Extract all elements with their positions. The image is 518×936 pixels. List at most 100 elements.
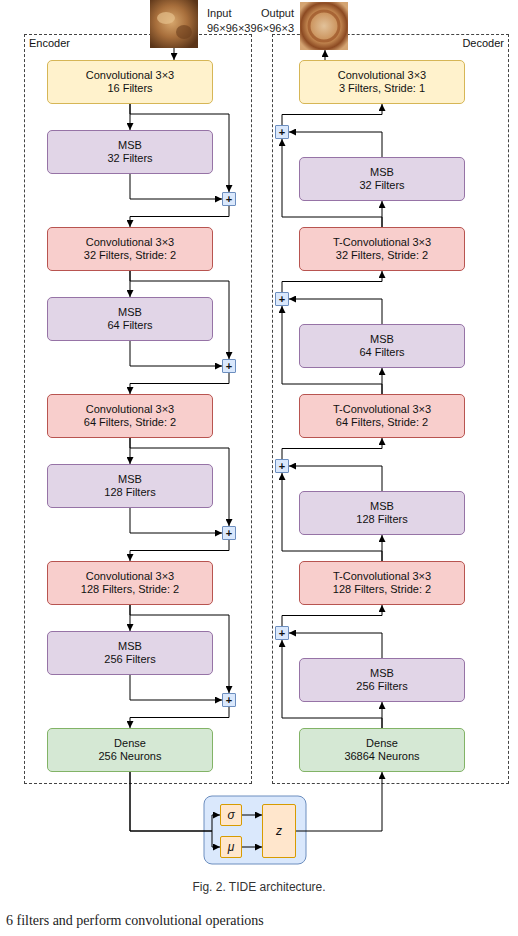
- flow-arrow: [130, 605, 131, 631]
- block-label: 64 Filters, Stride: 2: [336, 416, 428, 429]
- conv-block: Convolutional 3×33 Filters, Stride: 1: [299, 60, 465, 104]
- flow-arrow: [130, 605, 229, 693]
- flow-arrow: [242, 847, 262, 848]
- flow-arrow: [130, 707, 229, 728]
- latent-symbol: z: [276, 824, 282, 838]
- block-label: MSB: [118, 139, 142, 152]
- flow-arrow: [130, 508, 222, 533]
- flow-arrow: [282, 104, 382, 125]
- block-label: 64 Filters: [359, 346, 404, 359]
- flow-arrow: [382, 702, 383, 728]
- flow-arrow: [289, 633, 382, 658]
- msb-block: MSB32 Filters: [299, 157, 465, 201]
- sum-symbol: +: [279, 461, 285, 472]
- msb-block: MSB128 Filters: [47, 464, 213, 508]
- block-label: MSB: [370, 333, 394, 346]
- block-label: MSB: [118, 306, 142, 319]
- msb-block: MSB256 Filters: [299, 658, 465, 702]
- sum-symbol: +: [226, 528, 232, 539]
- block-label: Convolutional 3×3: [338, 69, 426, 82]
- flow-arrow: [289, 299, 382, 324]
- latent-box: μ: [220, 836, 242, 858]
- block-label: 128 Filters, Stride: 2: [333, 583, 431, 596]
- latent-box: z: [262, 804, 296, 858]
- block-label: 256 Filters: [104, 653, 155, 666]
- msb-block: MSB256 Filters: [47, 631, 213, 675]
- block-label: MSB: [370, 667, 394, 680]
- flow-arrow: [282, 306, 382, 394]
- group-title: Decoder: [462, 37, 504, 50]
- sum-symbol: +: [226, 361, 232, 372]
- dense-block: Dense256 Neurons: [47, 728, 213, 772]
- flow-arrow: [130, 438, 229, 526]
- block-label: 256 Filters: [356, 680, 407, 693]
- block-label: Dense: [366, 737, 398, 750]
- flow-arrow: [282, 139, 382, 227]
- sum-symbol: +: [226, 194, 232, 205]
- latent-symbol: μ: [228, 840, 235, 854]
- flow-arrow: [130, 772, 220, 831]
- output-image: [300, 2, 348, 50]
- block-label: MSB: [118, 473, 142, 486]
- block-label: 32 Filters: [107, 152, 152, 165]
- conv-block: T-Convolutional 3×364 Filters, Stride: 2: [299, 394, 465, 438]
- conv-block: T-Convolutional 3×332 Filters, Stride: 2: [299, 227, 465, 271]
- sum-node: +: [222, 359, 236, 373]
- flow-arrow: [130, 104, 229, 192]
- flow-arrow: [130, 341, 222, 366]
- sum-node: +: [222, 526, 236, 540]
- image-texture: [176, 25, 192, 39]
- block-label: 128 Filters, Stride: 2: [81, 583, 179, 596]
- latent-box: σ: [220, 804, 242, 826]
- sum-symbol: +: [226, 695, 232, 706]
- msb-block: MSB128 Filters: [299, 491, 465, 535]
- block-label: 128 Filters: [104, 486, 155, 499]
- flow-arrow: [382, 368, 383, 394]
- block-label: Dense: [114, 737, 146, 750]
- msb-block: MSB64 Filters: [299, 324, 465, 368]
- block-label: Convolutional 3×3: [86, 570, 174, 583]
- flow-arrow: [282, 438, 382, 459]
- flow-arrow: [130, 675, 222, 700]
- block-label: Convolutional 3×3: [86, 69, 174, 82]
- block-label: 32 Filters: [359, 179, 404, 192]
- sum-node: +: [275, 292, 289, 306]
- conv-block: Convolutional 3×332 Filters, Stride: 2: [47, 227, 213, 271]
- input-image: [150, 0, 198, 48]
- block-label: T-Convolutional 3×3: [333, 403, 431, 416]
- block-label: Convolutional 3×3: [86, 236, 174, 249]
- group-frame: EncoderConvolutional 3×316 FiltersMSB32 …: [24, 34, 252, 784]
- block-label: 128 Filters: [356, 513, 407, 526]
- flow-arrow: [130, 206, 229, 227]
- flow-arrow: [130, 772, 220, 847]
- flow-arrow: [130, 271, 131, 297]
- flow-arrow: [289, 466, 382, 491]
- msb-block: MSB64 Filters: [47, 297, 213, 341]
- flow-arrow: [282, 271, 382, 292]
- latent-group: [204, 796, 306, 864]
- image-texture: [157, 12, 175, 24]
- block-label: 32 Filters, Stride: 2: [84, 249, 176, 262]
- flow-arrow: [130, 104, 131, 130]
- conv-block: Convolutional 3×364 Filters, Stride: 2: [47, 394, 213, 438]
- block-label: MSB: [118, 640, 142, 653]
- block-label: 64 Filters, Stride: 2: [84, 416, 176, 429]
- sum-symbol: +: [279, 294, 285, 305]
- image-label: Output: [194, 6, 294, 20]
- flow-arrow: [130, 540, 229, 561]
- flow-arrow: [130, 174, 222, 199]
- flow-arrow: [282, 473, 382, 561]
- conv-block: Convolutional 3×3128 Filters, Stride: 2: [47, 561, 213, 605]
- body-text: 6 filters and perform convolutional oper…: [6, 912, 512, 929]
- latent-symbol: σ: [227, 808, 234, 822]
- sum-node: +: [222, 693, 236, 707]
- block-label: 32 Filters, Stride: 2: [336, 249, 428, 262]
- conv-block: Convolutional 3×316 Filters: [47, 60, 213, 104]
- flow-arrow: [130, 438, 131, 464]
- block-label: 64 Filters: [107, 319, 152, 332]
- conv-block: T-Convolutional 3×3128 Filters, Stride: …: [299, 561, 465, 605]
- sum-node: +: [275, 459, 289, 473]
- group-frame: DecoderConvolutional 3×33 Filters, Strid…: [272, 34, 509, 784]
